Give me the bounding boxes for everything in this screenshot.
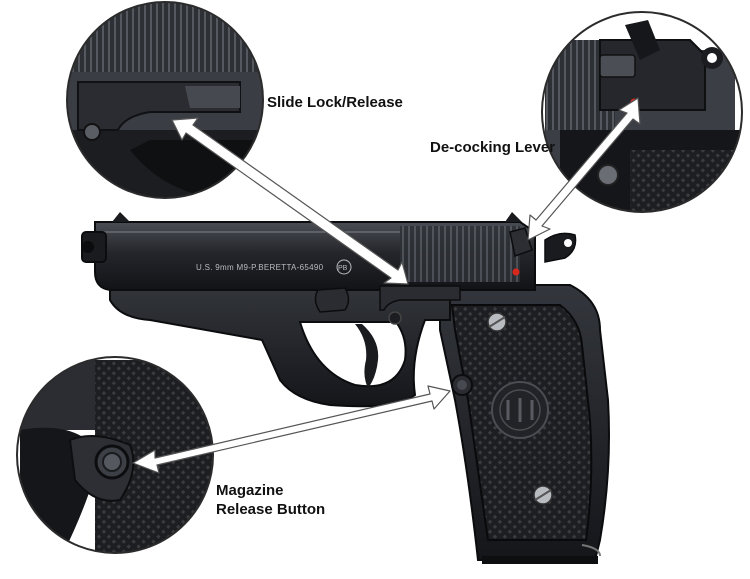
slide-stamp: PB <box>338 265 348 272</box>
arrow-decocking <box>527 97 641 241</box>
zoom-circle-decocking-lever <box>542 12 742 212</box>
callout-magazine-line-2: Release Button <box>216 501 326 518</box>
arrow-magazine <box>132 385 451 474</box>
pistol-illustration: U.S. 9mm M9-P.BERETTA-65490 PB <box>81 212 610 564</box>
callout-decocking-lever: De-cocking Lever <box>430 139 556 156</box>
red-indicator-dot-pistol <box>512 268 520 276</box>
trigger <box>355 324 379 388</box>
trigger-guard-opening <box>298 321 407 388</box>
lanyard-loop <box>581 544 601 557</box>
zoom-circle-slide-lock-border <box>66 1 264 199</box>
decocking-lever-on-pistol <box>509 227 533 257</box>
zoom-circle-magazine-border <box>16 356 214 554</box>
hammer <box>544 232 577 263</box>
arrow-slide-lock <box>171 117 409 285</box>
zoom-circle-decocking-border <box>541 11 743 213</box>
slide-marking: U.S. 9mm M9-P.BERETTA-65490 <box>196 263 324 272</box>
callout-slide-lock-release: Slide Lock/Release <box>267 94 403 111</box>
slide-lock-on-pistol <box>379 285 461 311</box>
callout-magazine-line-1: Magazine <box>216 482 284 499</box>
callout-magazine-release: Magazine Release Button <box>216 481 325 519</box>
